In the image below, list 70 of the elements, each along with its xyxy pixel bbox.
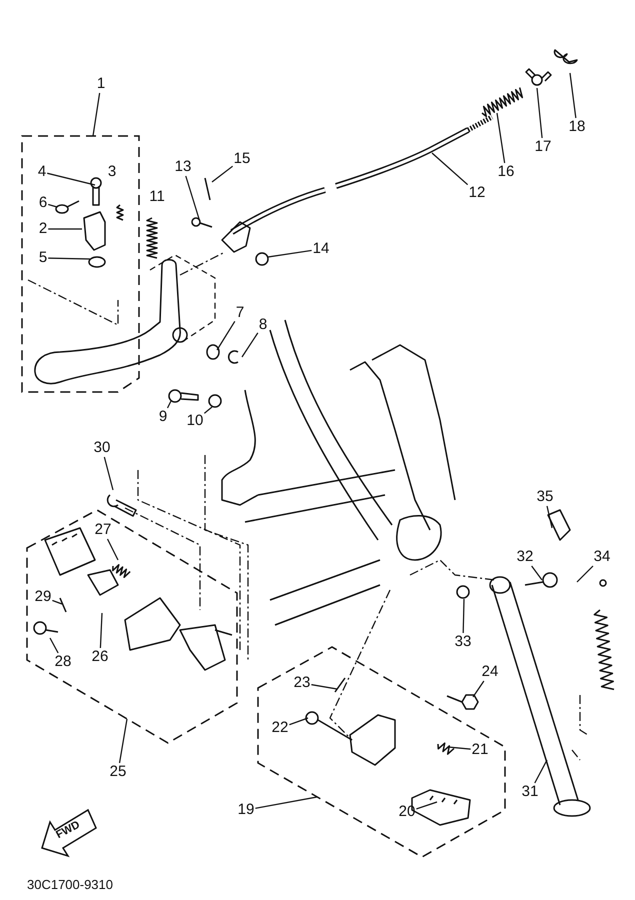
callout-number: 18 (568, 119, 586, 135)
callout-number: 22 (272, 720, 288, 736)
callout-number: 11 (149, 189, 165, 205)
direction-label: FWD (53, 818, 83, 843)
callout-number: 20 (398, 804, 416, 820)
callout-number: 26 (92, 649, 108, 665)
leader-line (255, 796, 318, 809)
callout-number: 13 (174, 159, 192, 175)
callout-number: 21 (472, 742, 488, 758)
leader-line (531, 566, 542, 580)
callout-number: 27 (94, 522, 112, 538)
callout-number: 9 (158, 409, 168, 425)
leader-line (496, 112, 506, 164)
callout-number: 10 (186, 413, 204, 429)
callout-number: 34 (594, 549, 610, 565)
callout-number: 31 (522, 784, 538, 800)
leader-line (100, 612, 103, 648)
leader-line (48, 204, 58, 208)
leader-line (546, 506, 553, 528)
leader-line (472, 680, 484, 698)
leader-line (106, 538, 119, 560)
leader-line (48, 258, 90, 260)
leader-line (448, 746, 471, 750)
leader-line (48, 228, 82, 230)
leader-line (104, 456, 114, 490)
leader-line (118, 718, 128, 764)
callout-number: 25 (110, 764, 126, 780)
leader-line (216, 321, 236, 350)
callout-number: 12 (468, 185, 486, 201)
leader-line (49, 638, 59, 654)
leader-line (92, 92, 100, 136)
leader-line (185, 176, 201, 222)
leader-line (212, 166, 234, 182)
leader-line (204, 406, 212, 414)
leader-line (432, 152, 468, 186)
leader-line (166, 400, 172, 408)
leader-line (536, 88, 543, 138)
callout-number: 5 (38, 250, 48, 266)
leader-line (462, 598, 465, 634)
callout-number: 4 (38, 164, 46, 180)
callout-number: 7 (236, 305, 244, 321)
callout-number: 8 (258, 317, 268, 333)
callout-number: 35 (536, 489, 554, 505)
leader-line (268, 250, 312, 258)
callout-number: 29 (34, 589, 52, 605)
leader-line (416, 801, 438, 810)
part-number: 30C1700-9310 (26, 877, 114, 893)
callout-number: 28 (54, 654, 72, 670)
callout-number: 14 (312, 241, 330, 257)
callout-number: 24 (482, 664, 498, 680)
callout-number: 16 (498, 164, 514, 180)
callout-number: 2 (38, 221, 48, 237)
leader-line (47, 172, 96, 186)
leader-line (311, 684, 338, 690)
leader-line (52, 600, 62, 605)
leader-line (534, 760, 548, 784)
leader-line (242, 332, 258, 358)
callout-number: 1 (96, 76, 106, 92)
callout-number: 3 (108, 164, 116, 180)
callout-number: 15 (234, 151, 250, 167)
callout-number: 33 (454, 634, 472, 650)
leader-line (569, 72, 576, 118)
callout-number: 30 (94, 440, 110, 456)
callout-number: 23 (294, 675, 310, 691)
callout-number: 6 (38, 195, 48, 211)
callout-number: 32 (516, 549, 534, 565)
leader-line (289, 717, 308, 726)
callout-number: 19 (238, 802, 254, 818)
leader-line (576, 566, 594, 582)
callout-number: 17 (534, 139, 552, 155)
